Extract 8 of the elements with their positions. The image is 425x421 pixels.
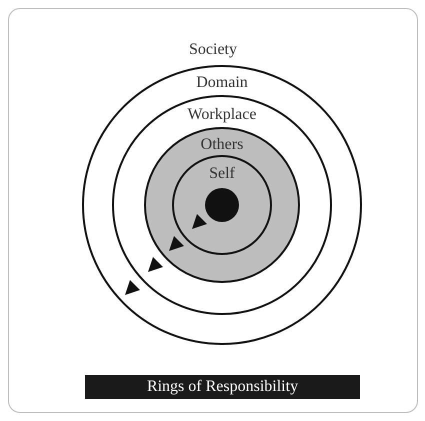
ring-label: Others (200, 136, 244, 154)
ring-label: Domain (195, 74, 249, 92)
caption-bar: Rings of Responsibility (85, 375, 360, 399)
ring-label: Self (208, 165, 236, 183)
ring-label: Workplace (186, 106, 258, 124)
ring-label: Society (188, 41, 238, 59)
center-dot (205, 188, 239, 222)
frame-panel (8, 8, 418, 413)
